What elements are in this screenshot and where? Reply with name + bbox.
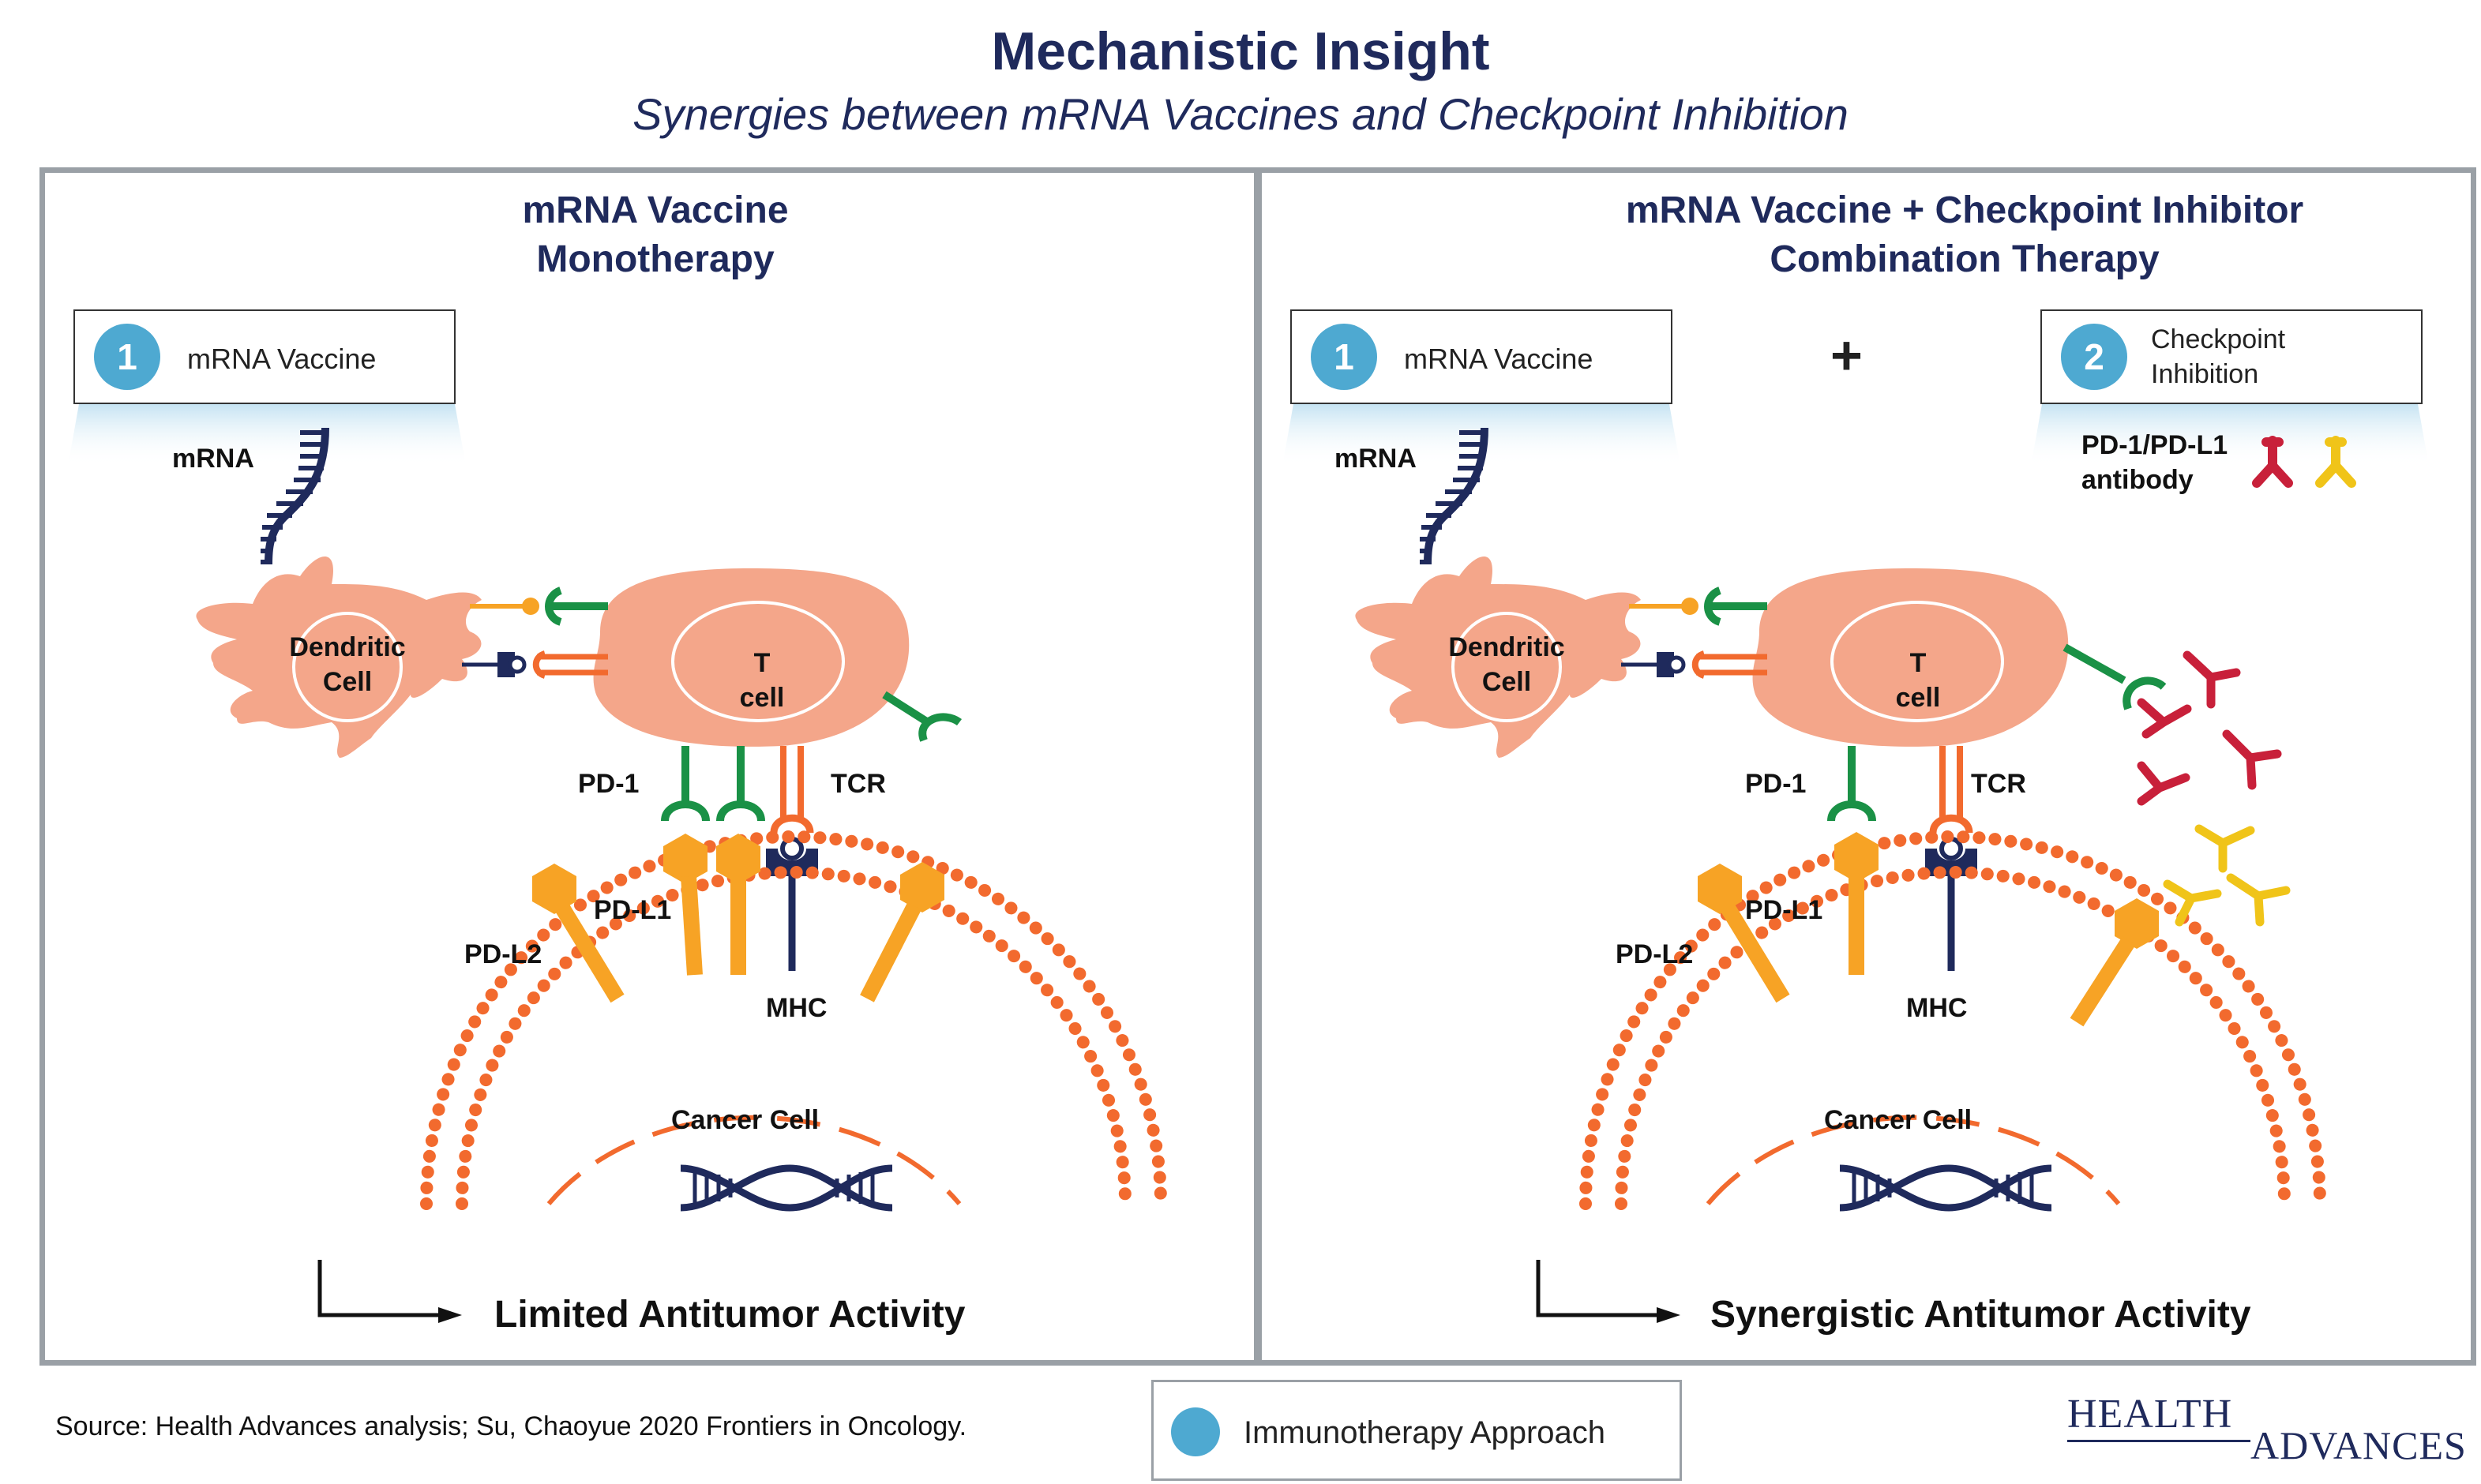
antibody-label: PD-1/PD-L1 antibody — [2081, 428, 2228, 497]
logo-rule — [2067, 1440, 2250, 1442]
right-step1-box: 1 mRNA Vaccine — [1290, 309, 1672, 404]
step2-line2: Inhibition — [2151, 359, 2259, 389]
legend-swatch — [1171, 1407, 1220, 1456]
t-cell-label: T cell — [1867, 646, 1969, 715]
dendritic-line2: Cell — [1481, 667, 1532, 697]
tcell-line2: cell — [739, 683, 785, 713]
dendritic-cell-label: Dendritic Cell — [1428, 630, 1586, 699]
pdl2-label: PD-L2 — [464, 939, 542, 969]
step2-label: Checkpoint Inhibition — [2151, 322, 2285, 392]
tcell-line1: T — [1909, 648, 1927, 678]
free-antibodies — [2137, 650, 2291, 927]
left-title-line1: mRNA Vaccine — [522, 189, 789, 231]
left-pd-ligands — [532, 834, 944, 1003]
mrna-label: mRNA — [1334, 444, 1417, 474]
legend-label: Immunotherapy Approach — [1244, 1415, 1606, 1450]
pd1-label: PD-1 — [578, 769, 640, 799]
antibody-line2: antibody — [2081, 465, 2194, 495]
step-label: mRNA Vaccine — [1404, 343, 1593, 375]
right-outcome: Synergistic Antitumor Activity — [1710, 1294, 2251, 1336]
step-label: mRNA Vaccine — [187, 343, 377, 375]
right-panel — [1254, 167, 2476, 1366]
tcr-label: TCR — [831, 769, 886, 799]
logo-line1: HEALTH — [2067, 1392, 2233, 1437]
health-advances-logo: HEALTH ADVANCES — [2067, 1391, 2478, 1478]
tcell-line2: cell — [1895, 683, 1941, 713]
left-panel-title: mRNA Vaccine Monotherapy — [332, 186, 979, 284]
legend: Immunotherapy Approach — [1151, 1380, 1682, 1481]
right-angle-arrow-icon — [317, 1260, 1657, 1317]
page-title: Mechanistic Insight — [991, 21, 1490, 81]
tcell-line1: T — [753, 648, 771, 678]
antibody-icon — [2252, 436, 2356, 488]
t-cell-label: T cell — [711, 646, 813, 715]
right-title-line1: mRNA Vaccine + Checkpoint Inhibitor — [1625, 189, 2304, 231]
step-number-badge: 2 — [2061, 324, 2127, 390]
step2-line1: Checkpoint — [2151, 324, 2286, 354]
mhc-label: MHC — [766, 993, 828, 1023]
right-pd1-receptors — [1827, 643, 2167, 822]
dendritic-line2: Cell — [322, 667, 373, 697]
cancer-cell-label: Cancer Cell — [1824, 1105, 1972, 1135]
page-subtitle: Synergies between mRNA Vaccines and Chec… — [632, 89, 1849, 139]
antibody-line1: PD-1/PD-L1 — [2081, 430, 2228, 460]
right-title-line2: Combination Therapy — [1770, 238, 2160, 280]
step-number-badge: 1 — [1311, 324, 1377, 390]
left-pd1-receptors — [661, 691, 962, 822]
logo-line2: ADVANCES — [2250, 1423, 2467, 1467]
pdl1-label: PD-L1 — [1745, 895, 1823, 925]
right-step2-box: 2 Checkpoint Inhibition — [2040, 309, 2423, 404]
dendritic-line1: Dendritic — [289, 632, 406, 662]
pdl1-label: PD-L1 — [594, 895, 672, 925]
right-pd-ligands — [1698, 832, 2159, 1027]
tcr-label: TCR — [1971, 769, 2026, 799]
mrna-label: mRNA — [172, 444, 254, 474]
left-outcome: Limited Antitumor Activity — [494, 1294, 966, 1336]
dendritic-cell-label: Dendritic Cell — [268, 630, 426, 699]
source-note: Source: Health Advances analysis; Su, Ch… — [55, 1411, 967, 1441]
dendritic-line1: Dendritic — [1448, 632, 1565, 662]
pdl2-label: PD-L2 — [1616, 939, 1694, 969]
left-title-line2: Monotherapy — [536, 238, 775, 280]
mhc-label: MHC — [1906, 993, 1968, 1023]
step-number-badge: 1 — [94, 324, 160, 390]
plus-sign: + — [1830, 324, 1863, 386]
cancer-cell-label: Cancer Cell — [671, 1105, 820, 1135]
left-step-box: 1 mRNA Vaccine — [73, 309, 456, 404]
right-panel-title: mRNA Vaccine + Checkpoint Inhibitor Comb… — [1491, 186, 2438, 284]
pd1-label: PD-1 — [1745, 769, 1807, 799]
